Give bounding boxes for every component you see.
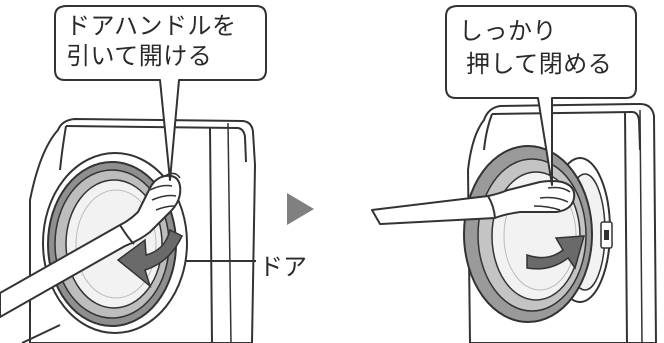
step1-instruction-line1: ドアハンドルを <box>66 12 237 40</box>
step2-instruction-line2: 押して閉める <box>466 50 613 78</box>
door-label: ドア <box>259 253 307 281</box>
step2-illustration <box>371 103 657 343</box>
open-motion-arrow <box>116 228 183 289</box>
step1-speech-bubble <box>54 5 267 181</box>
arm-right <box>371 180 576 225</box>
close-motion-arrow <box>526 235 586 270</box>
step1-illustration <box>0 118 256 343</box>
step2-speech-bubble <box>445 5 637 186</box>
step1-instruction-line2: 引いて開ける <box>66 42 213 70</box>
door-frame-left <box>42 152 188 334</box>
triangle-right-icon <box>287 193 314 225</box>
arm-left <box>0 174 182 318</box>
step2-instruction-line1: しっかり <box>459 17 557 45</box>
